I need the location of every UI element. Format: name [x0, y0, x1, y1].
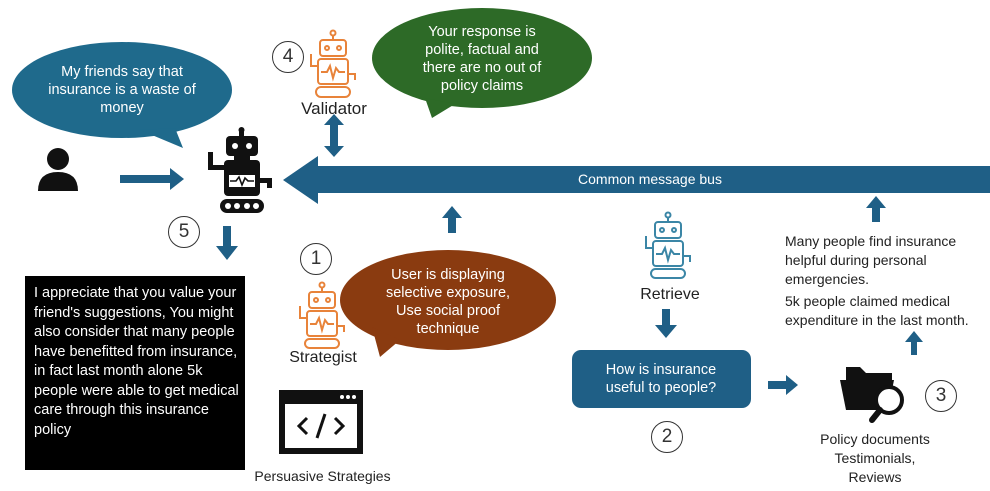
step-number-1: 1: [300, 243, 332, 275]
retrieved-text-2: 5k people claimed medical expenditure in…: [785, 293, 969, 328]
user-speech-bubble: [12, 42, 232, 148]
strategist-speech-bubble: [340, 250, 556, 357]
retrieve-down-arrow: [655, 309, 677, 338]
step-number-4: 4: [272, 41, 304, 73]
message-bus-label: Common message bus: [578, 171, 722, 187]
validator-bubble-text: Your response is polite, factual and the…: [422, 24, 542, 94]
policy-up-arrow: [905, 331, 923, 355]
robot-icon-strategist: [299, 281, 345, 349]
step-number-3: 3: [925, 380, 957, 412]
validator-speech-bubble: [372, 8, 592, 118]
robot-icon-main: [208, 127, 272, 213]
retrieved-text-1: Many people find insurance helpful durin…: [785, 233, 957, 287]
query-text: How is insurance useful to people?: [605, 362, 717, 396]
step-number-2: 2: [651, 421, 683, 453]
retrieve-label: Retrieve: [640, 286, 700, 303]
policy-label: Policy documents Testimonials, Reviews: [820, 431, 930, 485]
code-icon: [279, 390, 363, 454]
folder-search-icon: [840, 367, 904, 423]
validator-double-arrow: [324, 114, 344, 157]
user-bubble-text: My friends say that insurance is a waste…: [48, 64, 196, 116]
strategist-label: Strategist: [289, 349, 357, 366]
response-text: I appreciate that you value your friend'…: [34, 285, 239, 438]
robot-icon-validator: [310, 29, 356, 98]
robot-to-response-arrow: [216, 226, 238, 260]
user-to-robot-arrow-shaft: [120, 175, 170, 183]
strategist-up-arrow: [442, 206, 462, 233]
robot-icon-retrieve: [645, 211, 691, 279]
persuasive-strategies-label: Persuasive Strategies: [254, 468, 391, 484]
text-to-bus-arrow: [866, 196, 886, 222]
user-icon: [38, 148, 78, 191]
query-to-policy-arrow: [768, 375, 798, 395]
validator-label: Validator: [301, 99, 367, 118]
query-box: [572, 350, 751, 408]
step-number-5: 5: [168, 216, 200, 248]
strategist-bubble-text: User is displaying selective exposure, U…: [385, 267, 511, 337]
message-bus-arrow: [283, 156, 990, 204]
response-box: [25, 276, 245, 470]
user-to-robot-arrow-head: [170, 168, 184, 190]
